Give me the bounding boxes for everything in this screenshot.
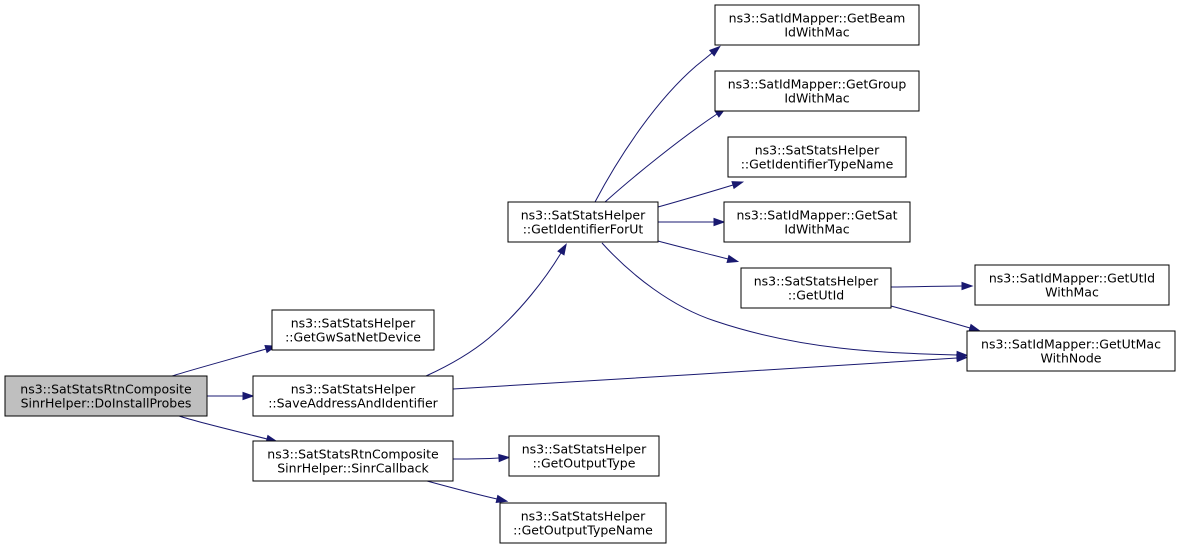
node-label-line: ::GetGwSatNetDevice <box>285 330 421 345</box>
arrowhead-icon <box>968 323 982 332</box>
node-label-line: ns3::SatStatsHelper <box>522 442 647 457</box>
node-box <box>974 264 1170 306</box>
edge-line <box>452 457 500 460</box>
edge-line <box>657 240 729 260</box>
edge-saveAddressAndIdentifier-to-getUtMacWithNode <box>452 353 969 390</box>
node-label-line: ::GetUtId <box>788 288 844 303</box>
edge-getIdentifierForUt-to-getGroupIdWithMac <box>604 107 727 203</box>
arrowhead-icon <box>726 254 740 263</box>
node-box <box>499 502 667 544</box>
node-label-line: ns3::SatIdMapper::GetUtId <box>989 271 1155 286</box>
node-box <box>714 70 920 112</box>
node-saveAddressAndIdentifier[interactable]: ns3::SatStatsHelper::SaveAddressAndIdent… <box>252 375 454 417</box>
edge-getIdentifierForUt-to-getUtId <box>657 240 740 263</box>
node-box <box>252 440 454 482</box>
edge-getIdentifierForUt-to-getIdentifierTypeName <box>657 181 745 208</box>
edge-getUtId-to-getUtMacWithNode <box>890 305 982 332</box>
node-box <box>740 267 892 309</box>
edge-line <box>178 415 268 440</box>
edge-root-to-getGwSatNetDevice <box>171 345 278 377</box>
node-label-line: ns3::SatIdMapper::GetUtMac <box>981 337 1161 352</box>
edge-root-to-saveAddressAndIdentifier <box>207 391 255 401</box>
edge-getIdentifierForUt-to-getSatIdWithMac <box>658 217 726 227</box>
arrowhead-icon <box>713 217 726 227</box>
edge-getUtId-to-getUtIdWithMac <box>890 281 974 291</box>
edge-line <box>657 184 734 208</box>
node-label-line: ns3::SatStatsHelper <box>521 208 646 223</box>
node-label-line: ns3::SatIdMapper::GetGroup <box>728 77 907 92</box>
node-label-line: ::GetOutputTypeName <box>513 523 653 538</box>
node-label-line: ns3::SatStatsRtnComposite <box>267 447 439 462</box>
node-label-line: WithNode <box>1040 351 1101 366</box>
node-label-line: IdWithMac <box>784 25 849 40</box>
arrowhead-icon <box>242 391 255 401</box>
node-label-line: ns3::SatIdMapper::GetBeam <box>729 11 906 26</box>
node-label-line: ::GetOutputType <box>533 456 636 471</box>
node-box <box>966 330 1176 372</box>
node-label-line: ns3::SatStatsHelper <box>755 143 880 158</box>
edge-line <box>604 113 718 203</box>
edge-sinrCallback-to-getOutputTypeName <box>426 480 509 503</box>
node-label-line: WithMac <box>1045 285 1099 300</box>
node-label-line: ::GetIdentifierForUt <box>523 222 644 237</box>
node-label-line: ns3::SatIdMapper::GetSat <box>736 208 897 223</box>
node-getIdentifierTypeName[interactable]: ns3::SatStatsHelper::GetIdentifierTypeNa… <box>727 136 907 178</box>
node-getOutputType[interactable]: ns3::SatStatsHelper::GetOutputType <box>508 435 660 477</box>
edge-saveAddressAndIdentifier-to-getIdentifierForUt <box>425 243 567 377</box>
node-label-line: ns3::SatStatsHelper <box>291 382 416 397</box>
node-box <box>4 375 208 417</box>
node-label-line: ns3::SatStatsHelper <box>291 316 416 331</box>
node-box <box>714 4 920 46</box>
edge-line <box>601 242 958 356</box>
node-label-line: ns3::SatStatsHelper <box>754 274 879 289</box>
node-label-line: SinrHelper::SinrCallback <box>277 461 429 476</box>
node-sinrCallback[interactable]: ns3::SatStatsRtnCompositeSinrHelper::Sin… <box>252 440 454 482</box>
edge-sinrCallback-to-getOutputType <box>452 453 511 463</box>
node-label-line: ns3::SatStatsRtnComposite <box>20 382 192 397</box>
node-getUtId[interactable]: ns3::SatStatsHelper::GetUtId <box>740 267 892 309</box>
node-label-line: ::GetIdentifierTypeName <box>741 157 894 172</box>
node-label-line: ns3::SatStatsHelper <box>521 509 646 524</box>
arrowhead-icon <box>961 281 974 291</box>
node-box <box>508 435 660 477</box>
node-label-line: IdWithMac <box>784 91 849 106</box>
arrowhead-icon <box>731 181 745 190</box>
node-box <box>727 136 907 178</box>
node-getIdentifierForUt[interactable]: ns3::SatStatsHelper::GetIdentifierForUt <box>507 201 659 243</box>
node-box <box>723 201 911 243</box>
edge-getIdentifierForUt-to-getUtMacWithNode <box>601 242 969 360</box>
edge-line <box>594 52 713 203</box>
arrowhead-icon <box>495 494 509 503</box>
node-label-line: IdWithMac <box>784 222 849 237</box>
arrowhead-icon <box>956 350 969 360</box>
arrowhead-icon <box>498 453 511 463</box>
edge-root-to-sinrCallback <box>178 415 279 443</box>
node-root: ns3::SatStatsRtnCompositeSinrHelper::DoI… <box>4 375 208 417</box>
node-label-line: SinrHelper::DoInstallProbes <box>21 396 192 411</box>
arrowhead-icon <box>708 45 721 57</box>
edge-line <box>171 348 267 377</box>
node-getGwSatNetDevice[interactable]: ns3::SatStatsHelper::GetGwSatNetDevice <box>271 309 435 351</box>
edge-getIdentifierForUt-to-getBeamIdWithMac <box>594 45 721 203</box>
edge-line <box>426 480 498 500</box>
edge-line <box>425 252 562 377</box>
node-getOutputTypeName[interactable]: ns3::SatStatsHelper::GetOutputTypeName <box>499 502 667 544</box>
edge-line <box>452 357 958 390</box>
nodes-layer: ns3::SatStatsRtnCompositeSinrHelper::DoI… <box>4 4 1176 544</box>
node-label-line: ::SaveAddressAndIdentifier <box>268 396 438 411</box>
edges-layer <box>171 45 982 503</box>
node-box <box>271 309 435 351</box>
node-box <box>507 201 659 243</box>
arrowhead-icon <box>557 243 567 256</box>
node-box <box>252 375 454 417</box>
edge-line <box>890 285 963 288</box>
edge-line <box>890 305 971 329</box>
